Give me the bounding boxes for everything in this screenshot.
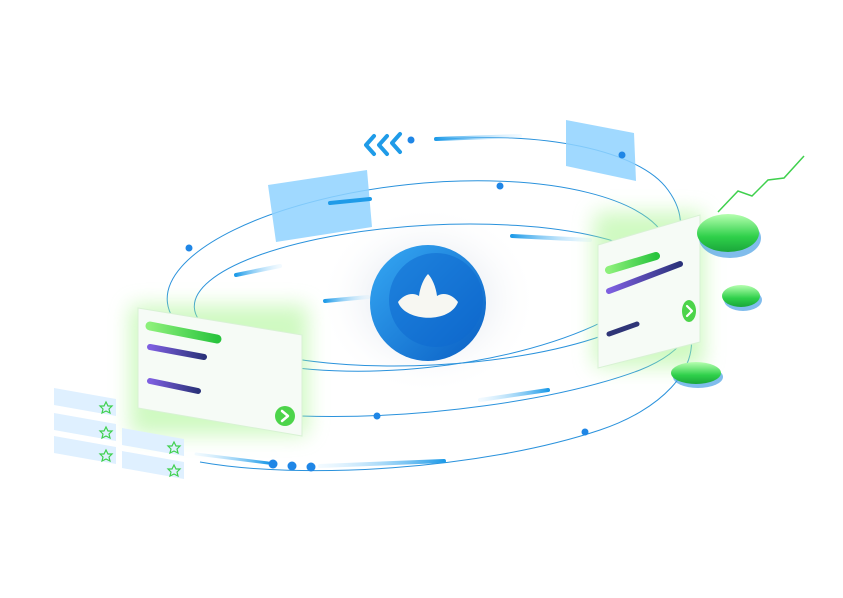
card-bar-navy	[606, 321, 640, 337]
arrow-right-icon	[682, 300, 696, 322]
card-bar-purple	[147, 344, 207, 360]
chevron-left-icon	[364, 132, 402, 156]
card-bar-navy	[147, 378, 201, 394]
coin-icon	[722, 285, 762, 311]
star-badges	[54, 388, 184, 479]
orbit-dot	[581, 428, 589, 436]
orbit-dot	[618, 151, 626, 159]
streak-top	[434, 134, 522, 141]
star-icon	[166, 463, 182, 478]
card-bar-green	[605, 252, 660, 274]
orbit-streaks	[194, 134, 592, 468]
streak-center	[323, 295, 370, 303]
streak-panel	[328, 197, 372, 205]
star-icon	[98, 448, 114, 463]
coin-icon	[671, 362, 723, 388]
star-icon	[166, 440, 182, 455]
orbit-dot	[268, 459, 278, 469]
streak-bottom	[318, 459, 446, 468]
orbit-dot	[185, 244, 193, 252]
orbit-dot	[306, 462, 316, 472]
lotus-logo-icon	[370, 245, 486, 361]
star-badge	[122, 428, 184, 456]
floating-panel-left	[268, 170, 372, 242]
trend-line-icon	[717, 155, 805, 213]
orbit-dot	[373, 412, 381, 420]
streak-left	[234, 264, 282, 277]
card-bar-purple	[606, 261, 683, 294]
star-icon	[98, 400, 114, 415]
info-card-right	[597, 214, 701, 369]
star-badge	[54, 436, 116, 464]
coins	[671, 214, 762, 388]
orbit-dot	[287, 461, 297, 471]
coin-icon	[697, 214, 761, 258]
streak-right	[510, 234, 592, 242]
star-badge	[122, 451, 184, 479]
card-bar-green	[145, 321, 222, 344]
orbit-dots	[185, 136, 626, 472]
arrow-right-icon	[275, 406, 295, 426]
star-badge	[54, 388, 116, 416]
orbit-dot	[496, 182, 504, 190]
info-card-left	[137, 307, 303, 437]
star-icon	[98, 425, 114, 440]
streak-lower-right	[478, 388, 550, 402]
streak-bottom-left	[194, 452, 270, 465]
star-badge	[54, 413, 116, 441]
orbit-dot	[407, 136, 415, 144]
floating-panel-top	[566, 120, 636, 181]
